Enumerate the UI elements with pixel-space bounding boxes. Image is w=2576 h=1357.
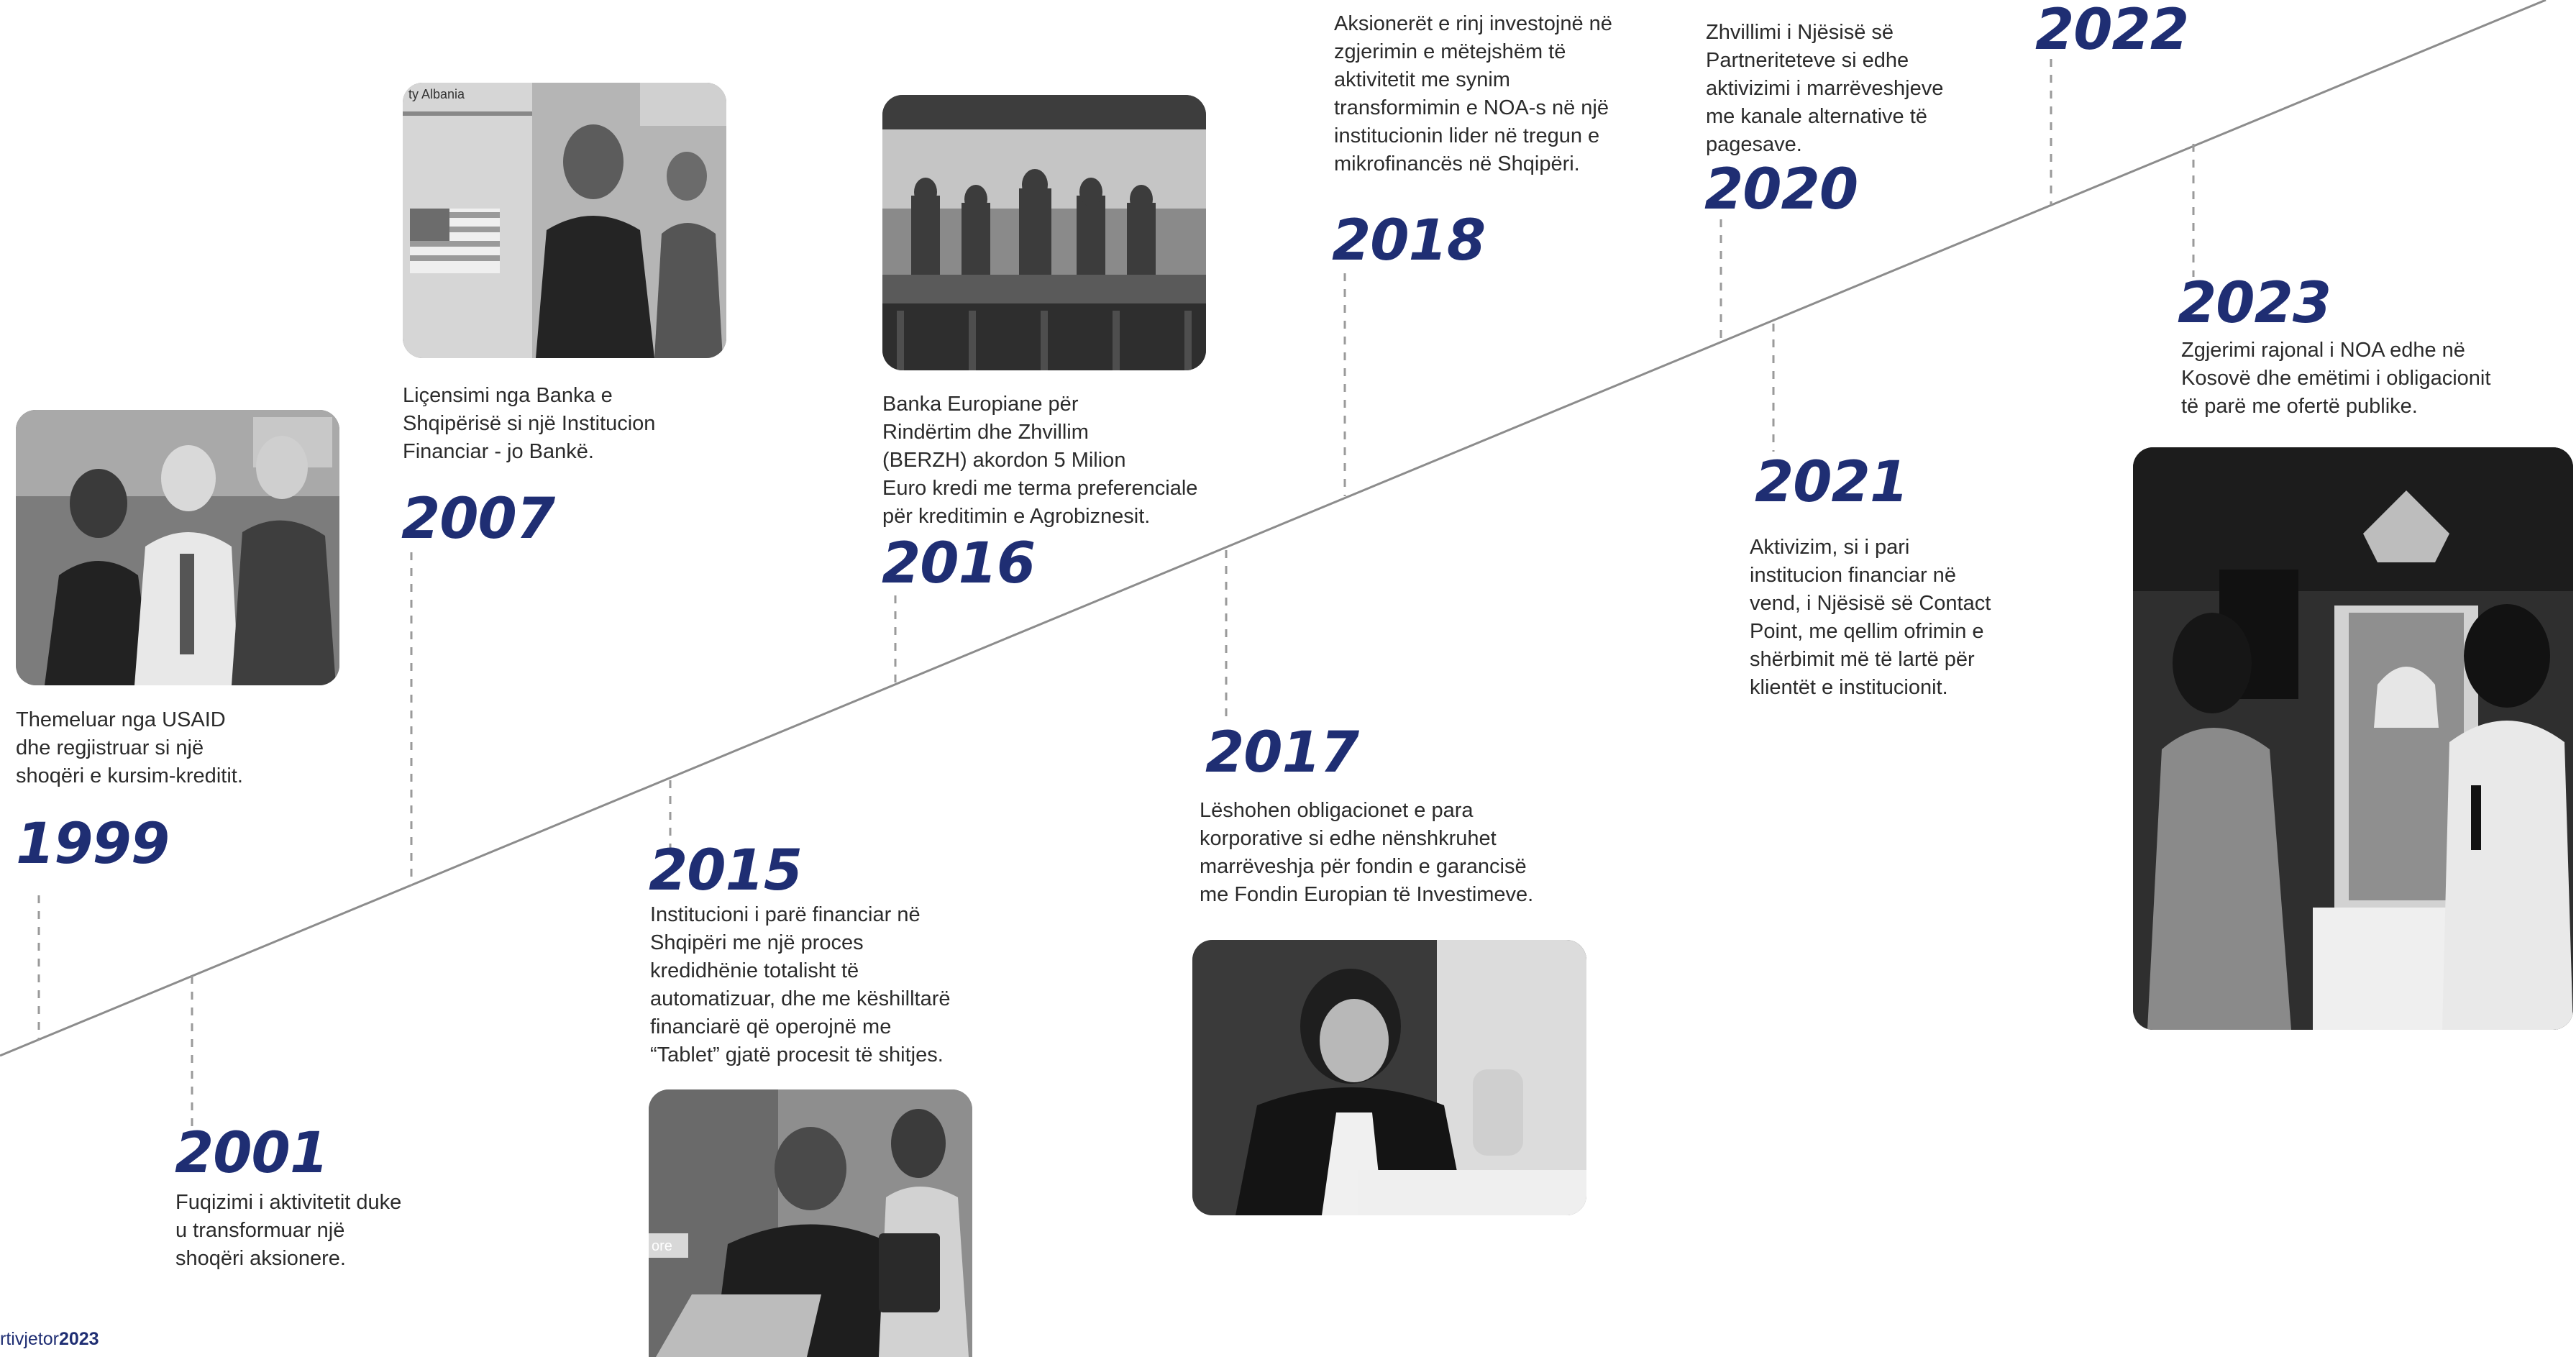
text-line: klientët e institucionit. [1750,676,1948,699]
text-line: Euro kredi me terma preferenciale [882,477,1198,500]
text-line: Point, me qellim ofrimin e [1750,620,1984,643]
milestone-1999-year: 1999 [16,812,170,877]
text-line: korporative si edhe nënshkruhet [1200,827,1497,850]
milestone-1999-description: Themeluar nga USAID dhe regjistruar si n… [16,706,243,790]
milestone-2007-description: Liçensimi nga Banka e Shqipërisë si një … [403,382,655,466]
text-line: Lëshohen obligacionet e para [1200,799,1474,822]
text-line: u transformuar një [175,1219,345,1242]
milestone-2001-year: 2001 [175,1121,329,1186]
text-line: kredidhënie totalisht të [650,959,859,982]
text-line: transformimin e NOA-s në një [1334,96,1609,119]
text-line: mikrofinancës në Shqipëri. [1334,152,1580,175]
text-line: Zhvillimi i Njësisë së [1706,21,1894,44]
text-line: të parë me ofertë publike. [2181,395,2418,418]
text-line: Zgjerimi rajonal i NOA edhe në [2181,339,2465,362]
photo-wall-text: ore [652,1238,672,1254]
photo-sign-text: ty Albania [408,87,465,101]
milestone-2023-description: Zgjerimi rajonal i NOA edhe në Kosovë dh… [2181,337,2490,421]
milestone-2021-year: 2021 [1755,450,1909,515]
text-line: Partneriteteve si edhe [1706,49,1909,72]
text-line: Fuqizimi i aktivitetit duke [175,1191,402,1214]
text-line: “Tablet” gjatë procesit të shitjes. [650,1043,944,1066]
text-line: vend, i Njësisë së Contact [1750,592,1991,615]
milestone-2018-year: 2018 [1332,209,1486,273]
text-line: aktivizimi i marrëveshjeve [1706,77,1944,100]
photo-2016-ebrd-signing [882,95,1206,370]
milestone-2015-description: Institucioni i parë financiar në Shqipër… [650,901,951,1069]
milestone-2023-year: 2023 [2178,271,2331,336]
text-line: pagesave. [1706,133,1802,156]
text-line: me Fondin Europian të Investimeve. [1200,883,1534,906]
photo-2015-tablet-advisors: ore [649,1089,972,1357]
text-line: për kreditimin e Agrobiznesit. [882,505,1151,528]
photo-2007-ceremony: ty Albania [403,83,726,358]
milestone-2020-description: Zhvillimi i Njësisë së Partneriteteve si… [1706,19,1943,159]
milestone-2016-year: 2016 [882,531,1036,596]
text-line: aktivitetit me synim [1334,68,1510,91]
text-line: Rindërtim dhe Zhvillim [882,421,1089,444]
text-line: institucion financiar në [1750,564,1956,587]
text-line: automatizuar, dhe me këshilltarë [650,987,951,1010]
milestone-2001-description: Fuqizimi i aktivitetit duke u transformu… [175,1189,401,1273]
text-line: Kosovë dhe emëtimi i obligacionit [2181,367,2491,390]
milestone-2015-year: 2015 [649,839,803,903]
text-line: Shqipëri me një proces [650,931,864,954]
photo-1999-founders [16,410,339,685]
footer-prefix: rtivjetor [0,1329,59,1349]
footer-year: 2023 [58,1329,99,1349]
text-line: Liçensimi nga Banka e [403,384,613,407]
milestone-2017-description: Lëshohen obligacionet e para korporative… [1200,797,1533,909]
text-line: Aktivizim, si i pari [1750,536,1910,559]
text-line: marrëveshja për fondin e garancisë [1200,855,1527,878]
text-line: me kanale alternative të [1706,105,1927,128]
text-line: shoqëri aksionere. [175,1247,346,1270]
text-line: Banka Europiane për [882,393,1079,416]
milestone-2018-description: Aksionerët e rinj investojnë në zgjerimi… [1334,10,1612,178]
text-line: Financiar - jo Bankë. [403,440,594,463]
text-line: institucionin lider në tregun e [1334,124,1600,147]
milestone-2020-year: 2020 [1704,157,1858,222]
milestone-2007-year: 2007 [401,487,555,552]
text-line: Themeluar nga USAID [16,708,226,731]
milestone-2022-year: 2022 [2035,0,2189,63]
photo-2017-bond-signing [1192,940,1586,1215]
milestone-2021-description: Aktivizim, si i pari institucion financi… [1750,534,1991,702]
photo-2023-bell-ringing [2133,447,2573,1030]
footer-report-label: rtivjetor2023 [0,1329,99,1350]
text-line: dhe regjistruar si një [16,736,204,759]
text-line: Aksionerët e rinj investojnë në [1334,12,1612,35]
timeline-axis-line [0,0,2547,1057]
text-line: Institucioni i parë financiar në [650,903,921,926]
milestone-2017-year: 2017 [1205,721,1359,785]
text-line: (BERZH) akordon 5 Milion [882,449,1126,472]
milestone-2016-description: Banka Europiane për Rindërtim dhe Zhvill… [882,390,1197,531]
text-line: Shqipërisë si një Institucion [403,412,656,435]
text-line: zgjerimin e mëtejshëm të [1334,40,1566,63]
text-line: shoqëri e kursim-kreditit. [16,764,243,787]
text-line: shërbimit më të lartë për [1750,648,1975,671]
text-line: financiarë që operojnë me [650,1015,892,1038]
